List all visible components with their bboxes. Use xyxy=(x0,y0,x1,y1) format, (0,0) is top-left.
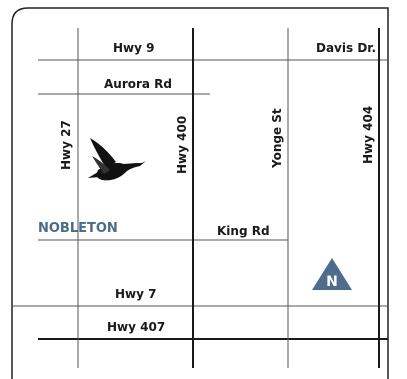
goose-icon xyxy=(88,138,146,181)
label-hwy27: Hwy 27 xyxy=(59,120,73,170)
label-aurora: Aurora Rd xyxy=(104,77,172,91)
label-yonge: Yonge St xyxy=(270,108,284,169)
compass-letter: N xyxy=(326,274,338,290)
label-hwy7: Hwy 7 xyxy=(115,287,156,301)
label-hwy400: Hwy 400 xyxy=(175,116,189,174)
label-king: King Rd xyxy=(217,224,270,238)
north-arrow-icon: N xyxy=(312,258,352,290)
label-hwy407: Hwy 407 xyxy=(107,320,165,334)
label-davis: Davis Dr. xyxy=(316,41,376,55)
town-label: NOBLETON xyxy=(38,221,118,236)
map-frame xyxy=(11,7,389,379)
label-hwy9: Hwy 9 xyxy=(113,41,154,55)
label-hwy404: Hwy 404 xyxy=(361,106,375,164)
